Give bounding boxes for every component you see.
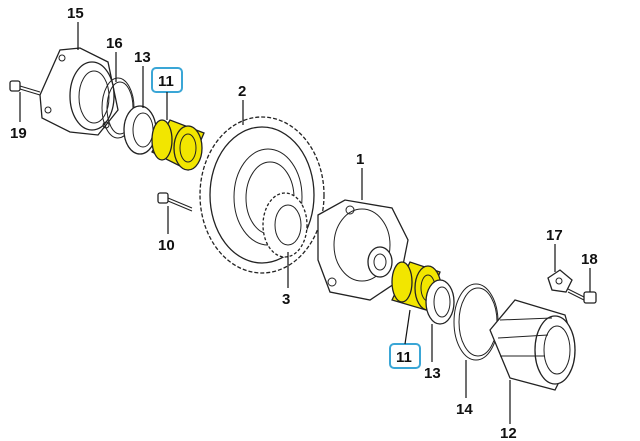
label-part-16: 16 [106, 35, 123, 52]
label-part-11-bottom: 11 [396, 349, 412, 366]
label-part-13-bottom: 13 [424, 365, 441, 382]
label-part-18: 18 [581, 251, 598, 268]
label-part-14: 14 [456, 401, 473, 418]
bolt-10 [157, 192, 193, 212]
label-part-12: 12 [500, 425, 517, 441]
label-part-3: 3 [282, 291, 290, 308]
bolt-18 [567, 288, 597, 304]
label-part-19: 19 [10, 125, 27, 142]
leader-lines [19, 22, 591, 424]
bearing-race-13-top [123, 105, 157, 155]
ring-gear-2 [199, 116, 325, 274]
snap-ring-14 [453, 283, 499, 361]
bearing-race-13-bottom [425, 279, 455, 325]
label-part-2: 2 [238, 83, 246, 100]
bolt-19 [9, 80, 41, 96]
pinion-gear-3 [262, 192, 308, 258]
label-part-17: 17 [546, 227, 563, 244]
differential-case-1 [317, 199, 409, 301]
lock-plate-17 [547, 269, 573, 293]
label-part-11-top: 11 [158, 73, 174, 90]
bearing-11-top [151, 119, 205, 171]
label-part-15: 15 [67, 5, 84, 22]
adjuster-nut-12 [489, 299, 576, 391]
label-part-10: 10 [158, 237, 175, 254]
label-part-1: 1 [356, 151, 364, 168]
bearing-housing-15 [39, 47, 119, 136]
label-part-13-top: 13 [134, 49, 151, 66]
